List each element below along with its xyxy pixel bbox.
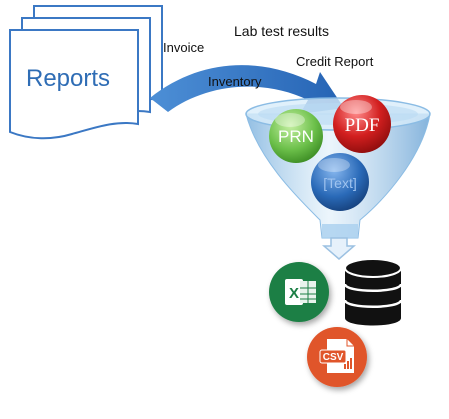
excel-letter: X — [289, 285, 299, 302]
down-arrow-icon — [321, 237, 357, 260]
prn-label: PRN — [278, 127, 314, 146]
csv-label: CSV — [323, 352, 344, 363]
document-title: Reports — [26, 65, 110, 92]
pdf-ball: PDF — [333, 95, 391, 153]
excel-icon: X — [269, 262, 329, 322]
reports-document-stack-icon: Reports — [9, 5, 163, 140]
label-invoice: Invoice — [163, 40, 204, 55]
document-front-page — [9, 29, 139, 140]
csv-icon: CSV — [307, 327, 367, 387]
database-icon — [343, 258, 403, 326]
label-lab-test-results: Lab test results — [234, 23, 329, 39]
funnel-neck — [322, 224, 358, 238]
prn-ball: PRN — [269, 109, 323, 163]
text-ball: [Text] — [311, 153, 369, 211]
text-label: [Text] — [323, 175, 356, 191]
label-inventory: Inventory — [208, 74, 262, 89]
flow-arrow-icon — [150, 65, 344, 114]
pdf-label: PDF — [345, 115, 380, 136]
label-credit-report: Credit Report — [296, 54, 374, 69]
